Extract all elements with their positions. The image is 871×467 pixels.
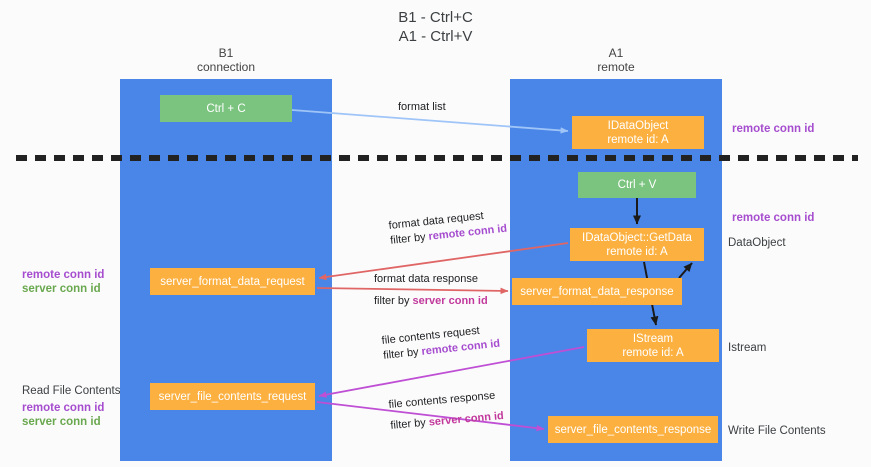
node-sfdresp-label: server_format_data_response (520, 285, 674, 298)
annotation-left-mid-server: server conn id (22, 283, 101, 295)
phase-divider (16, 155, 858, 161)
node-sfdreq-label: server_format_data_request (160, 275, 305, 288)
node-ctrl-c-label: Ctrl + C (206, 102, 246, 115)
node-getdata-sub: remote id: A (606, 245, 668, 258)
edge-label-format-data-response: format data response filter by server co… (374, 272, 488, 309)
lane-a1-name: A1 (608, 46, 624, 60)
annotation-write-file-contents: Write File Contents (728, 425, 826, 437)
node-istream-sub: remote id: A (622, 346, 684, 359)
edge-fdresp-highlight: server conn id (412, 295, 488, 307)
annotation-read-file-contents: Read File Contents (22, 385, 121, 397)
annotation-left-mid-remote: remote conn id (22, 269, 105, 281)
node-idataobject-sub: remote id: A (607, 133, 669, 146)
lane-b1-name: B1 (218, 46, 234, 60)
node-ctrl-c[interactable]: Ctrl + C (160, 95, 292, 122)
edge-fdresp-prefix: filter by (374, 295, 413, 307)
page-title: B1 - Ctrl+C A1 - Ctrl+V (0, 8, 871, 46)
node-idataobject[interactable]: IDataObject remote id: A (572, 116, 704, 149)
node-ctrl-v-label: Ctrl + V (617, 179, 657, 191)
edge-fdresp-line1: format data response (374, 273, 478, 285)
annotation-remote-conn-id-mid-text: remote conn id (732, 212, 815, 224)
annotation-left-bottom-remote: remote conn id (22, 402, 105, 414)
node-idataobject-label: IDataObject (607, 119, 669, 132)
edge-label-format-data-request: format data request filter by remote con… (388, 207, 508, 249)
title-line-2: A1 - Ctrl+V (398, 28, 473, 45)
edge-fcreq-prefix: filter by (382, 345, 423, 362)
annotation-istream: Istream (728, 342, 767, 354)
node-server-format-data-response[interactable]: server_format_data_response (512, 278, 682, 305)
lane-header-b1: B1 connection (120, 46, 332, 74)
node-server-format-data-request[interactable]: server_format_data_request (150, 268, 315, 295)
edge-fcresp-highlight: server conn id (428, 410, 505, 429)
edge-fcresp-prefix: filter by (389, 416, 430, 432)
node-idataobject-getdata[interactable]: IDataObject::GetData remote id: A (570, 228, 704, 261)
node-server-file-contents-request[interactable]: server_file_contents_request (150, 383, 315, 410)
annotation-remote-conn-id-top-text: remote conn id (732, 123, 815, 135)
node-server-file-contents-response[interactable]: server_file_contents_response (548, 416, 718, 443)
node-sfcreq-label: server_file_contents_request (158, 390, 307, 403)
annotation-remote-conn-id-top: remote conn id (732, 122, 814, 136)
lane-header-a1: A1 remote (510, 46, 722, 74)
lane-b1-role: connection (196, 60, 256, 74)
annotation-dataobject: DataObject (728, 237, 786, 249)
lane-a1-role: remote (597, 60, 635, 74)
node-istream-label: IStream (632, 332, 674, 345)
edge-label-format-list: format list (398, 100, 446, 115)
annotation-conn-ids-left-mid: remote conn id server conn id (22, 268, 104, 296)
edge-format-list-line1: format list (398, 101, 446, 113)
edge-fcresp-line1: file contents response (388, 389, 496, 411)
edge-label-file-contents-response: file contents response filter by server … (388, 388, 504, 434)
annotation-left-bottom-server: server conn id (22, 416, 101, 428)
annotation-conn-ids-left-bottom: remote conn id server conn id (22, 401, 104, 429)
annotation-remote-conn-id-mid: remote conn id (732, 211, 814, 225)
node-getdata-label: IDataObject::GetData (582, 231, 692, 244)
node-sfcresp-label: server_file_contents_response (554, 423, 712, 436)
edge-label-file-contents-request: file contents request filter by remote c… (381, 322, 501, 364)
node-ctrl-v[interactable]: Ctrl + V (578, 172, 696, 198)
title-line-1: B1 - Ctrl+C (398, 9, 473, 26)
node-istream[interactable]: IStream remote id: A (587, 329, 719, 362)
edge-fdreq-prefix: filter by (389, 230, 430, 247)
